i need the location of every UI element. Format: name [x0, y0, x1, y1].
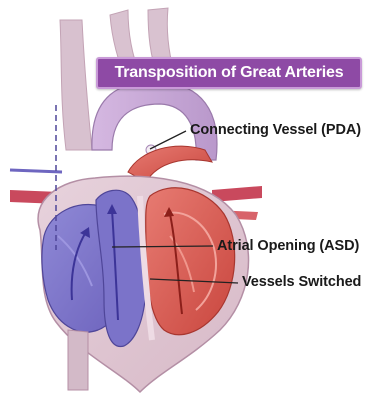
- diagram-title: Transposition of Great Arteries: [115, 64, 344, 82]
- label-connecting-vessel: Connecting Vessel (PDA): [190, 122, 361, 138]
- label-atrial-opening: Atrial Opening (ASD): [217, 238, 359, 254]
- title-banner: Transposition of Great Arteries: [96, 57, 362, 89]
- label-vessels-switched: Vessels Switched: [242, 274, 361, 290]
